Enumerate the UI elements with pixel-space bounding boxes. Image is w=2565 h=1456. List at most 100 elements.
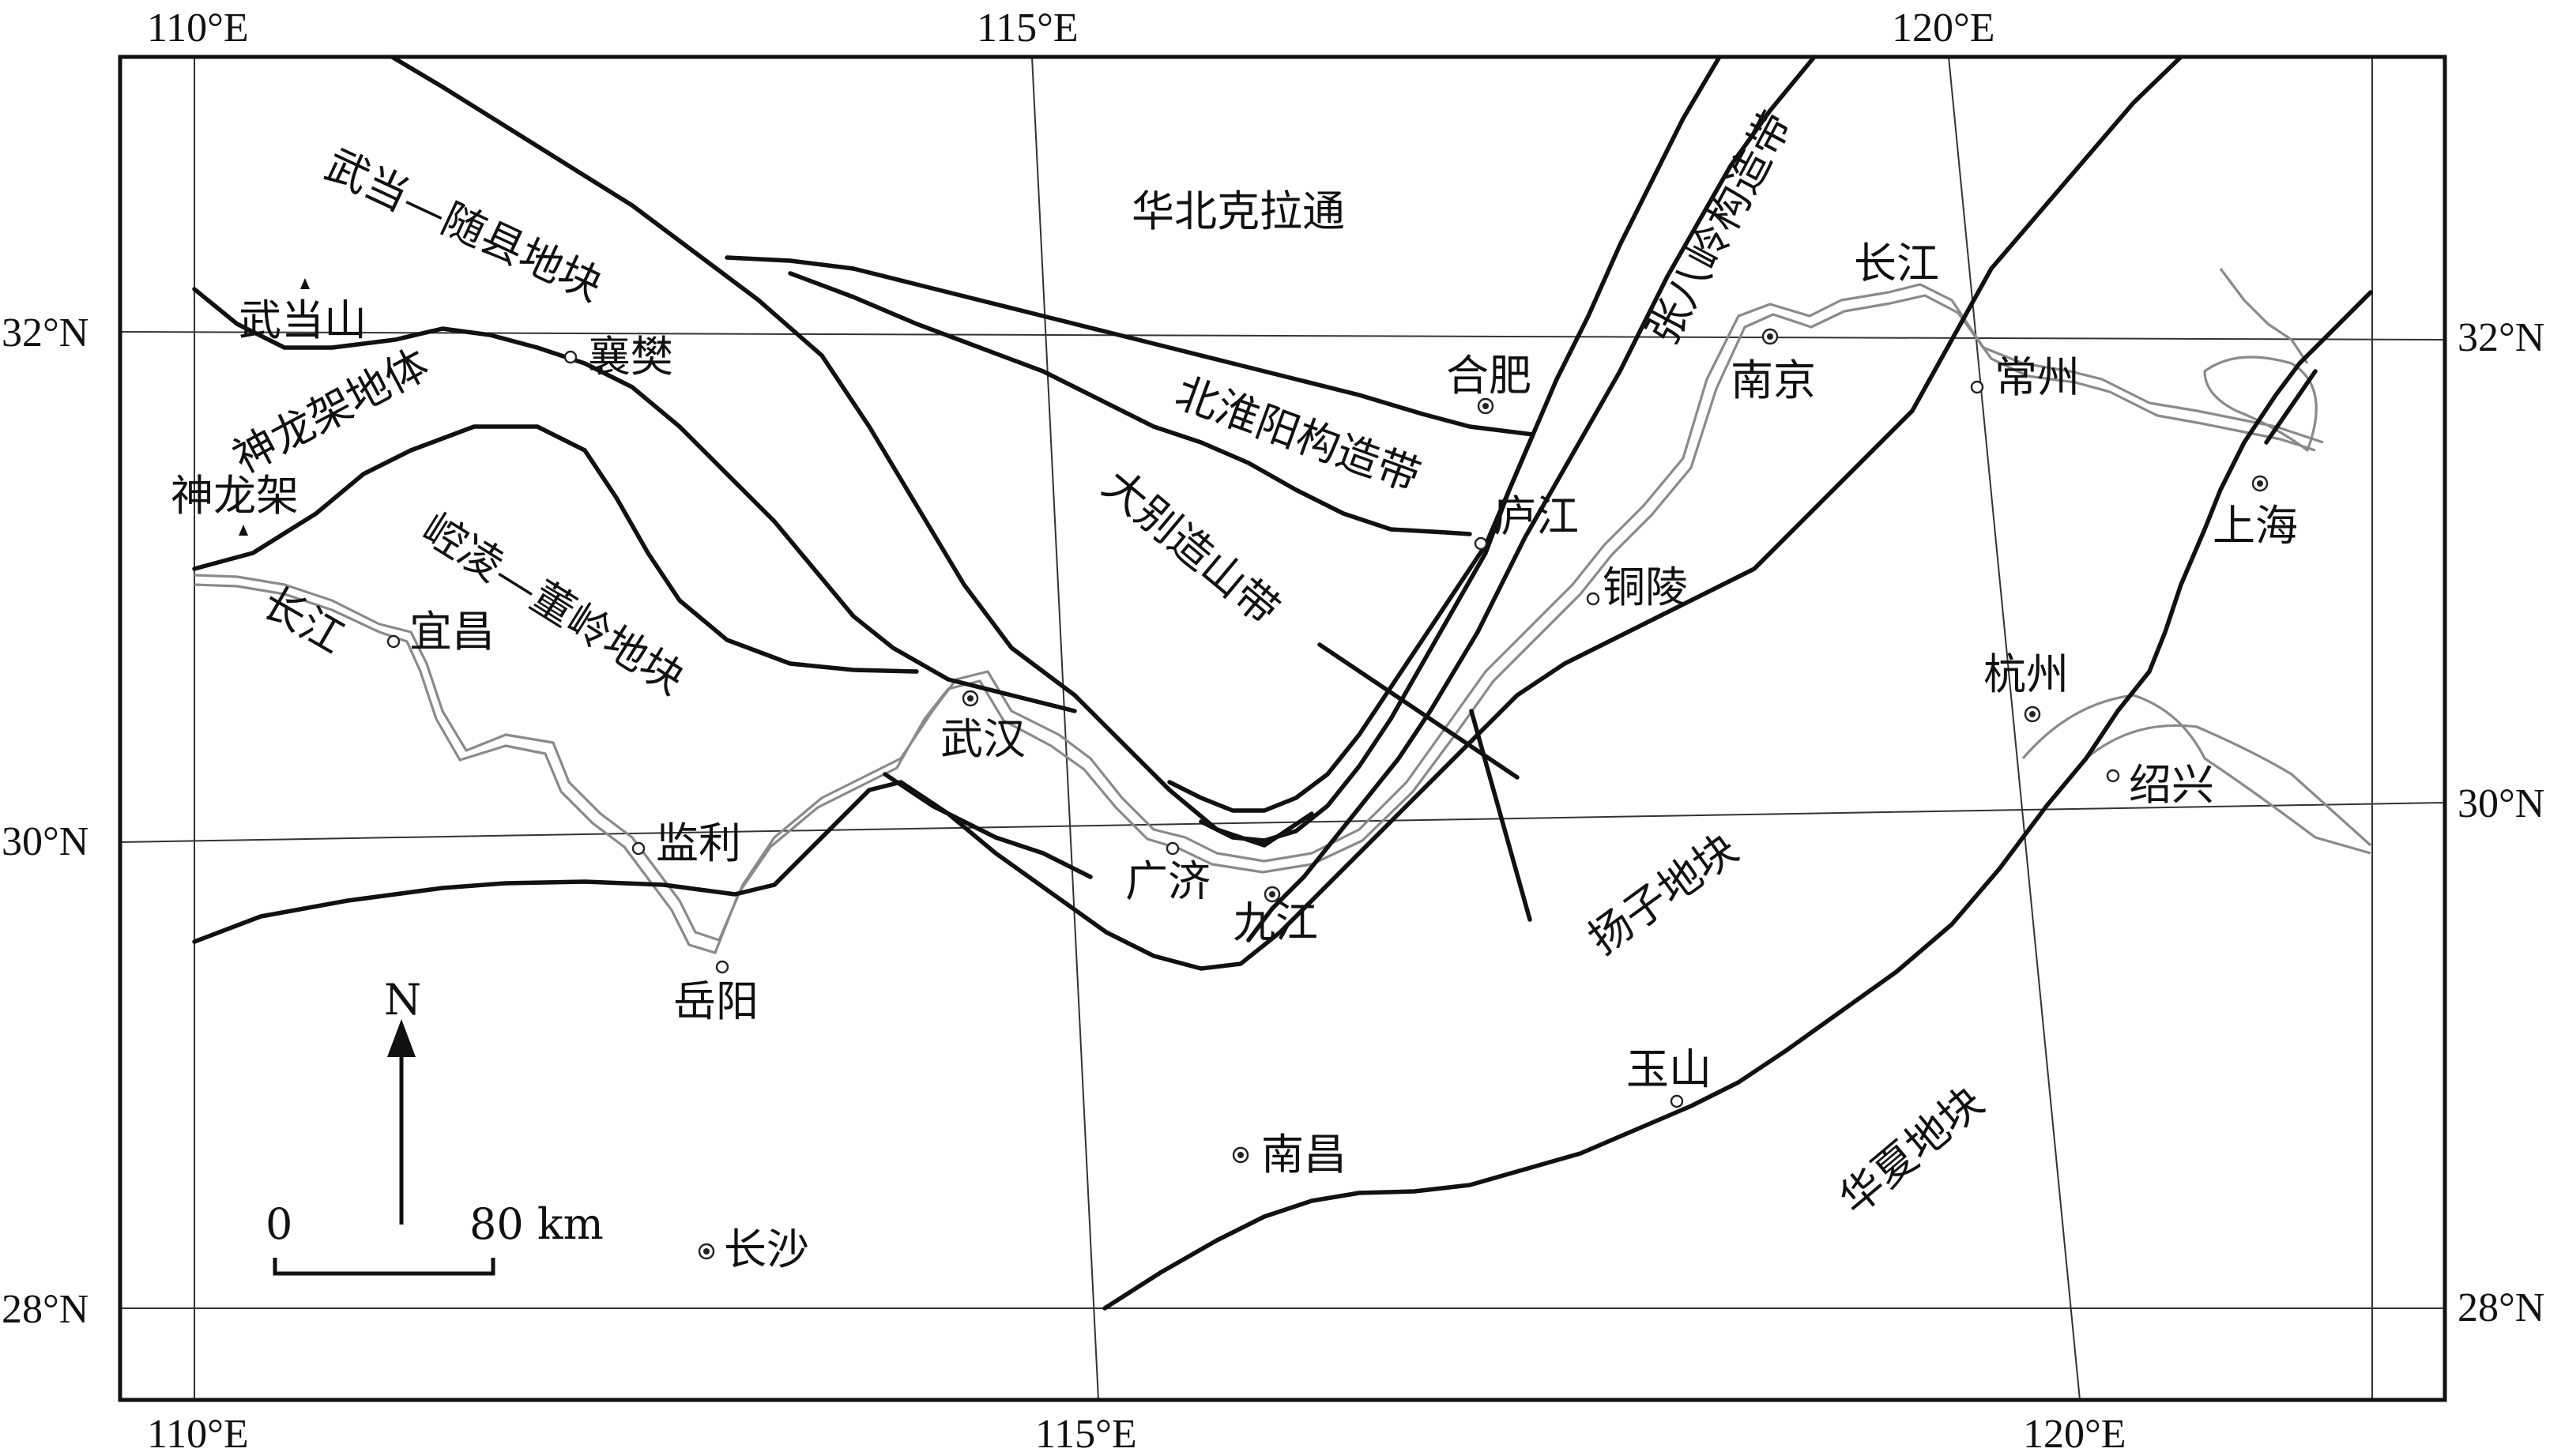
bottom-label-120e: 120°E <box>2023 1412 2126 1456</box>
city-shaoxing: 绍兴 <box>2106 760 2214 810</box>
parallel-32n <box>119 331 2446 340</box>
city-yushan: 玉山 <box>1626 1044 1712 1108</box>
city-changsha: 长沙 <box>698 1225 809 1274</box>
label-shanghai: 上海 <box>2213 501 2298 551</box>
hefei-marker-dot <box>1482 403 1489 409</box>
wuhan-marker-dot <box>967 695 974 702</box>
estuary-island <box>2203 356 2318 452</box>
coordinate-labels: 110°E 115°E 120°E 110°E 115°E 120°E 32°N… <box>2 6 2544 1456</box>
city-guangji: 广济 <box>1125 841 1211 906</box>
top-label-110e: 110°E <box>147 6 249 51</box>
city-shanghai: 上海 <box>2213 475 2298 551</box>
label-changzhou: 常州 <box>1994 352 2080 402</box>
left-label-32n: 32°N <box>2 310 89 356</box>
label-hefei: 合肥 <box>1446 351 1531 401</box>
label-changsha: 长沙 <box>724 1225 809 1274</box>
cities: 襄樊 合肥 南京 常州 上海 庐江 铜陵 <box>386 328 2298 1274</box>
fault-wudang-north <box>390 55 1314 848</box>
label-xiangfan: 襄樊 <box>588 332 673 382</box>
label-huangling-dongling: 崆凌—董岭地块 <box>413 504 693 705</box>
hangzhou-bay-south <box>2085 724 2372 847</box>
fault-shanghai-offset <box>2264 369 2318 445</box>
label-jiujiang: 九江 <box>1233 897 1318 947</box>
wudangshan-peak-icon <box>300 278 310 289</box>
label-yueyang: 岳阳 <box>673 976 759 1026</box>
north-arrow-icon <box>387 1019 416 1057</box>
label-hangzhou: 杭州 <box>1983 649 2069 699</box>
top-label-115e: 115°E <box>977 6 1079 51</box>
city-yichang: 宜昌 <box>386 607 495 657</box>
fault-huangling-north <box>192 424 919 674</box>
shanghai-marker-dot <box>2257 480 2263 487</box>
nanchang-marker-dot <box>1237 1152 1244 1158</box>
city-yueyang: 岳阳 <box>673 960 759 1026</box>
fault-south-block-1 <box>192 55 2183 971</box>
bottom-label-110e: 110°E <box>147 1412 249 1456</box>
region-labels: 华北克拉通 武当—随县地块 神龙架地体 崆凌—董岭地块 北淮阳构造带 大别造山带… <box>225 103 1993 1225</box>
left-label-28n: 28°N <box>2 1287 89 1332</box>
north-arrow-label: N <box>384 975 421 1025</box>
label-north-china-craton: 华北克拉通 <box>1132 186 1345 236</box>
label-yangtze-east: 长江 <box>1854 239 1939 288</box>
bottom-label-115e: 115°E <box>1035 1412 1137 1456</box>
label-jianli: 监利 <box>656 818 741 868</box>
scale-bar: 0 80 km <box>266 1199 604 1276</box>
fault-dabie-cross-2 <box>1469 709 1532 922</box>
scale-bar-line <box>273 1258 495 1276</box>
yichang-marker-icon <box>386 634 401 649</box>
label-cathaysia-block: 华夏地块 <box>1830 1077 1993 1225</box>
label-lujiang: 庐江 <box>1493 491 1579 541</box>
nanjing-marker-dot <box>1767 333 1773 340</box>
graticule <box>119 56 2446 1401</box>
label-nanjing: 南京 <box>1731 356 1816 405</box>
city-hangzhou: 杭州 <box>1983 649 2069 723</box>
estuary-upper <box>2219 268 2309 364</box>
city-hefei: 合肥 <box>1446 351 1531 415</box>
label-yangtze-block: 扬子地块 <box>1580 824 1747 965</box>
label-shaoxing: 绍兴 <box>2129 760 2214 810</box>
tongling-marker-icon <box>1586 592 1600 606</box>
meridian-120e <box>1948 56 2081 1401</box>
label-guangji: 广济 <box>1125 856 1211 906</box>
fault-jiangshan-shaoxing <box>1102 290 2373 1311</box>
right-label-32n: 32°N <box>2458 315 2544 360</box>
fault-dabie-west <box>1167 432 1535 813</box>
fault-dabie-cross-1 <box>1317 642 1520 780</box>
label-nanchang: 南昌 <box>1261 1130 1347 1179</box>
top-label-120e: 120°E <box>1892 6 1995 51</box>
yangtze-river-line-south <box>194 294 2316 954</box>
city-changzhou: 常州 <box>1970 352 2080 402</box>
north-arrow: N <box>384 975 421 1225</box>
lujiang-marker-icon <box>1474 536 1488 551</box>
city-jianli: 监利 <box>631 818 741 868</box>
fault-tanlu-east <box>1246 55 1817 942</box>
fault-north-huaiyang-south <box>788 271 1472 536</box>
meridian-115e <box>1031 56 1099 1401</box>
yangtze-river <box>194 268 2372 954</box>
parallel-30n <box>119 802 2446 843</box>
city-xiangfan: 襄樊 <box>563 332 673 382</box>
scale-bar-zero: 0 <box>266 1199 292 1249</box>
city-tongling: 铜陵 <box>1586 562 1688 612</box>
hangzhou-marker-dot <box>2029 711 2036 717</box>
city-lujiang: 庐江 <box>1474 491 1579 551</box>
changsha-marker-dot <box>703 1248 710 1255</box>
city-wuhan: 武汉 <box>940 690 1026 764</box>
city-jiujiang: 九江 <box>1233 886 1318 947</box>
map-frame <box>118 55 2447 1402</box>
label-tongling: 铜陵 <box>1603 562 1688 612</box>
left-label-30n: 30°N <box>2 819 89 864</box>
label-yushan: 玉山 <box>1626 1044 1712 1094</box>
yueyang-marker-icon <box>715 960 729 974</box>
label-shennongjia-body: 神龙架地体 <box>225 339 437 483</box>
shaoxing-marker-icon <box>2106 769 2120 783</box>
tectonic-boundaries <box>192 55 2373 1311</box>
city-nanjing: 南京 <box>1731 328 1816 405</box>
label-wuhan: 武汉 <box>940 714 1026 764</box>
xiangfan-marker-icon <box>563 350 578 364</box>
fault-north-huaiyang-north <box>725 255 1535 437</box>
label-dabie-orogen: 大别造山带 <box>1094 460 1289 635</box>
yushan-marker-icon <box>1670 1094 1684 1108</box>
shennongjia-peak-icon <box>239 525 248 536</box>
